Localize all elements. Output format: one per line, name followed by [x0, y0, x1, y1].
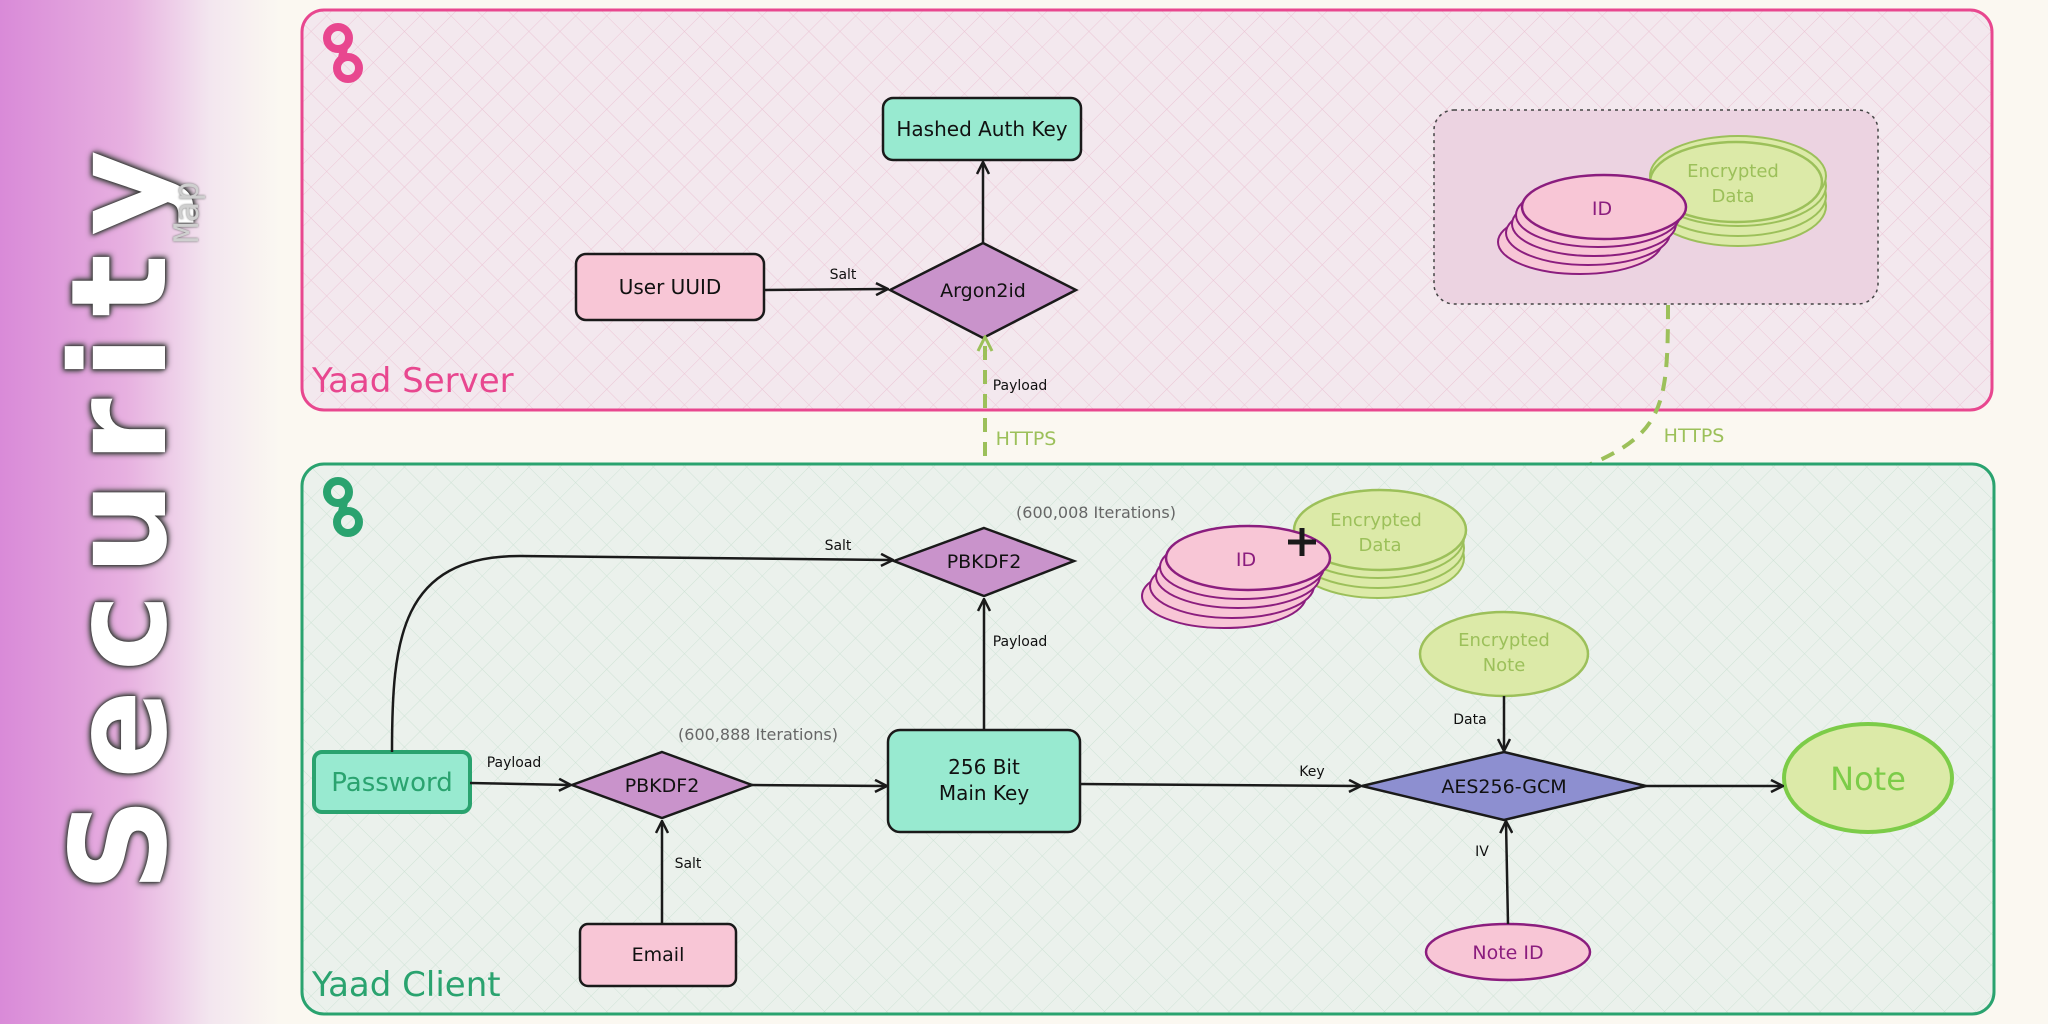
- edge-salt-label-top: Salt: [825, 538, 852, 554]
- hashed-auth-key-node: [881, 96, 1083, 162]
- encrypted-note-line2: Note: [1483, 655, 1526, 676]
- note-node: [1782, 722, 1954, 834]
- encrypted-note-line1: Encrypted: [1458, 630, 1550, 651]
- edge-noteid-to-aes: [1506, 822, 1508, 925]
- server-id-label: ID: [1592, 198, 1612, 220]
- pbkdf2-top-label: PBKDF2: [947, 551, 1022, 573]
- server-panel: Yaad Server Hashed Auth Key User UUID Ar…: [300, 8, 1994, 412]
- server-encrypted-data-line1: Encrypted: [1687, 161, 1779, 182]
- edge-payload-label-pw: Payload: [487, 755, 542, 771]
- client-data-store: Encrypted Data ID: [1141, 488, 1468, 629]
- edge-pbkdf2-to-mainkey: [751, 785, 886, 786]
- server-logo-icon: [323, 23, 363, 83]
- client-label: Yaad Client: [311, 965, 501, 1005]
- edge-data-label: Data: [1453, 712, 1486, 728]
- pbkdf2-top-note: (600,008 Iterations): [1016, 503, 1176, 522]
- note-id-label: Note ID: [1472, 942, 1543, 964]
- server-data-store: Encrypted Data ID: [1433, 109, 1879, 305]
- edge-salt-label-server: Salt: [830, 267, 857, 283]
- https-right-label: HTTPS: [1664, 425, 1725, 447]
- edge-mainkey-to-aes: [1079, 784, 1360, 786]
- password-label: Password: [331, 768, 452, 798]
- main-key-line1: 256 Bit: [948, 755, 1020, 779]
- email-node: [578, 922, 738, 988]
- email-label: Email: [632, 944, 685, 966]
- user-uuid-node: [574, 252, 766, 322]
- sidebar: Security Map: [0, 0, 280, 1024]
- https-left-label: HTTPS: [996, 428, 1057, 450]
- client-encrypted-data-line1: Encrypted: [1330, 510, 1422, 531]
- edge-password-to-pbkdf2-bottom: [469, 783, 570, 785]
- user-uuid-label: User UUID: [619, 275, 722, 299]
- edge-salt-label-email: Salt: [675, 856, 702, 872]
- client-id-label: ID: [1236, 549, 1256, 571]
- encrypted-note-node: [1418, 610, 1590, 698]
- edge-payload-label-mid: Payload: [993, 634, 1048, 650]
- pbkdf2-bottom-note: (600,888 Iterations): [678, 725, 838, 744]
- hashed-auth-key-label: Hashed Auth Key: [896, 117, 1067, 141]
- aes-label: AES256-GCM: [1441, 776, 1566, 798]
- server-encrypted-data-line2: Data: [1712, 186, 1755, 207]
- plus-icon: [1288, 528, 1316, 556]
- edge-key-label: Key: [1299, 764, 1324, 780]
- note-label: Note: [1830, 760, 1906, 798]
- edge-payload-label-server: Payload: [993, 378, 1048, 394]
- server-label: Yaad Server: [311, 361, 514, 401]
- edge-uuid-to-argon: [763, 289, 887, 290]
- pbkdf2-bottom-label: PBKDF2: [625, 775, 700, 797]
- pbkdf2-bottom-node: [568, 750, 756, 820]
- client-logo-icon: [323, 477, 363, 537]
- server-id-node: [1520, 173, 1688, 241]
- pbkdf2-top-node: [890, 526, 1078, 598]
- edge-iv-label: IV: [1475, 844, 1489, 860]
- main-key-line2: Main Key: [939, 781, 1030, 805]
- client-encrypted-data-node: [1292, 488, 1468, 572]
- edge-password-to-pbkdf2-top: [390, 556, 892, 753]
- client-encrypted-data-line2: Data: [1359, 535, 1402, 556]
- argon2id-label: Argon2id: [940, 280, 1026, 302]
- client-panel: Yaad Client PBKDF2 (600,008 Iterations) …: [300, 462, 1996, 1016]
